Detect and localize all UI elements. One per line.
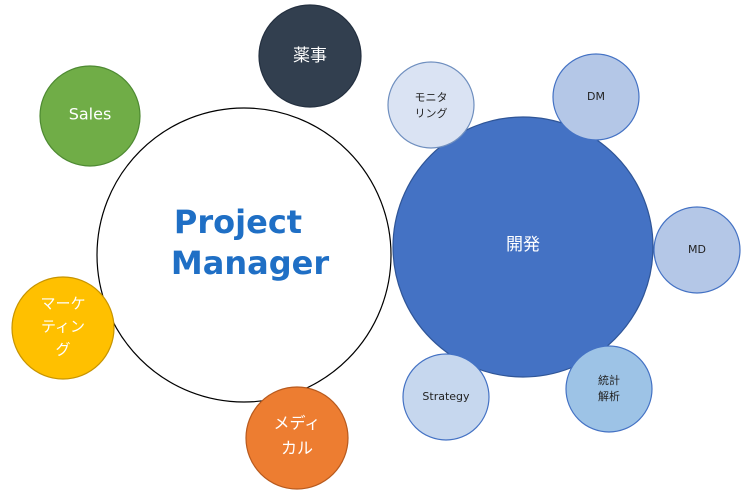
statistical-analysis-label-line2: 解析 [598,389,620,403]
strategy-label: Strategy [422,390,470,403]
medical-label-line2: カル [281,439,313,458]
sales-label: Sales [69,105,112,124]
marketing-node: マーケ ティン グ [11,276,115,380]
yakuji-circle [258,4,362,108]
monitoring-circle [387,61,475,149]
statistical-analysis-label-line1: 統計 [598,373,620,387]
project-manager-node: Project Manager [96,107,392,403]
statistical-analysis-circle [565,345,653,433]
marketing-label-line2: ティン [41,318,85,336]
project-manager-label-line1: Project [174,203,302,241]
yakuji-label: 薬事 [293,46,327,66]
development-node: 開発 [392,116,654,378]
sales-circle [39,65,141,167]
monitoring-label-line1: モニタ [415,91,448,104]
dm-circle [552,53,640,141]
md-node: MD [653,206,741,294]
project-manager-circle [96,107,392,403]
monitoring-node: モニタ リング [387,61,475,149]
monitoring-label-line2: リング [415,106,448,120]
development-label: 開発 [506,235,540,255]
yakuji-node: 薬事 [258,4,362,108]
dm-node: DM [552,53,640,141]
strategy-node: Strategy [402,353,490,441]
statistical-analysis-node: 統計 解析 [565,345,653,433]
marketing-label-line3: グ [55,341,70,359]
marketing-label-line1: マーケ [40,295,85,313]
md-circle [653,206,741,294]
sales-node: Sales [39,65,141,167]
strategy-circle [402,353,490,441]
medical-label-line1: メディ [274,414,321,433]
development-circle [392,116,654,378]
project-manager-label-line2: Manager [171,244,329,282]
dm-label: DM [587,90,605,103]
medical-circle [245,386,349,490]
md-label: MD [688,243,706,256]
marketing-circle [11,276,115,380]
medical-node: メディ カル [245,386,349,490]
